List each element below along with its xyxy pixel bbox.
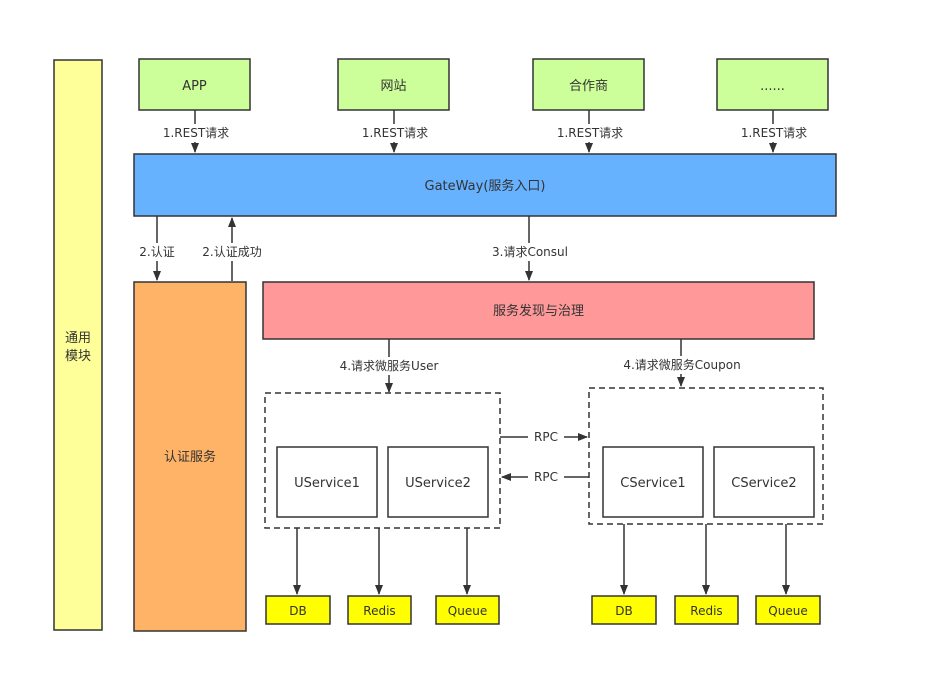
coupon-db-box [591,595,657,625]
uservice2-label: UService2 [405,476,471,491]
service-discovery-label: 服务发现与治理 [493,303,584,319]
cservice1-box [602,446,704,518]
user-queue-label: Queue [448,604,487,618]
coupon-service-group: CService1 CService2 [588,387,824,525]
client-app-label: APP [182,79,207,94]
coupon-queue-label: Queue [768,604,807,618]
client-more-label: ...... [760,79,785,94]
client-more: ...... [716,58,829,111]
rpc-arrows: RPC RPC [500,428,589,486]
rpc-label-to-user: RPC [534,470,558,484]
gateway-label: GateWay(服务入口) [425,178,546,194]
auth-service-label: 认证服务 [164,449,216,465]
cservice2-box [713,446,815,518]
cservice2-label: CService2 [731,476,796,491]
common-module-label-line1: 通用 [65,331,91,346]
service-discovery: 服务发现与治理 [262,281,815,340]
microservice-request-arrows: 4.请求微服务User 4.请求微服务Coupon [335,339,746,393]
coupon-queue-box [755,595,821,625]
gateway: GateWay(服务入口) [133,153,837,217]
coupon-redis-box [674,595,739,625]
storage-arrows [293,524,790,595]
rest-arrows: 1.REST请求 1.REST请求 1.REST请求 1.REST请求 [160,110,810,153]
user-request-label: 4.请求微服务User [340,358,439,373]
uservice1-label: UService1 [294,476,360,491]
coupon-stores: DB Redis Queue [591,595,821,625]
common-module: 通用 模块 [53,59,103,631]
rest-label-app: 1.REST请求 [163,126,229,140]
uservice1-box [276,446,378,518]
client-partner: 合作商 [532,58,645,111]
auth-arrows: 2.认证 2.认证成功 [136,216,266,281]
coupon-request-label: 4.请求微服务Coupon [623,357,740,372]
rpc-label-to-coupon: RPC [534,430,558,444]
user-redis-box [347,595,412,625]
auth-request-label: 2.认证 [139,245,174,259]
common-module-label-line2: 模块 [65,349,91,364]
user-redis-label: Redis [363,604,395,618]
user-service-group: UService1 UService2 [264,392,501,529]
coupon-db-label: DB [615,604,632,618]
client-website-label: 网站 [380,79,406,94]
consul-label: 3.请求Consul [492,245,568,259]
coupon-redis-label: Redis [690,604,722,618]
client-partner-label: 合作商 [569,79,608,94]
rest-label-partner: 1.REST请求 [557,126,623,140]
user-queue-box [435,595,500,625]
client-website: 网站 [337,58,450,111]
user-db-label: DB [289,604,306,618]
rest-label-more: 1.REST请求 [741,126,807,140]
cservice1-label: CService1 [620,476,685,491]
auth-success-label: 2.认证成功 [202,245,261,259]
auth-service: 认证服务 [133,281,247,632]
user-stores: DB Redis Queue [265,595,500,625]
user-db-box [265,595,331,625]
client-app: APP [138,58,251,111]
rest-label-website: 1.REST请求 [362,126,428,140]
uservice2-box [387,446,489,518]
consul-arrow: 3.请求Consul [489,216,571,281]
